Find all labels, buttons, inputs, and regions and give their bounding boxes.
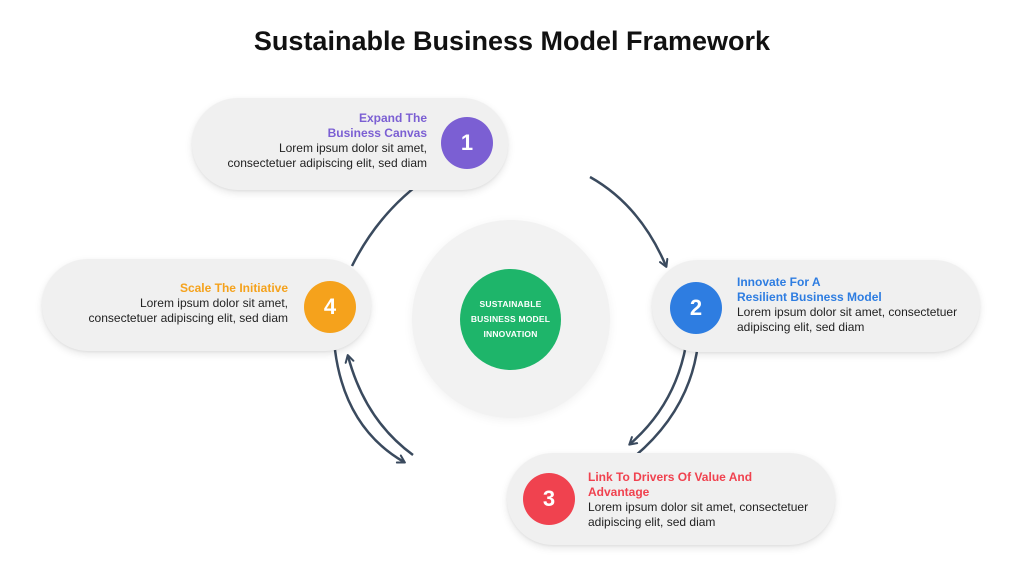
arrow-3-to-4	[344, 354, 414, 457]
step-1-text: Expand The Business Canvas Lorem ipsum d…	[200, 111, 427, 171]
step-2-heading-line1: Innovate For A	[737, 275, 821, 289]
step-2-heading-line2: Resilient Business Model	[737, 290, 882, 304]
step-4-body-line2: consectetuer adipiscing elit, sed diam	[88, 311, 288, 325]
step-3-body-line2: adipiscing elit, sed diam	[588, 515, 716, 529]
arrow-2-to-3	[628, 344, 688, 446]
step-1-heading-line2: Business Canvas	[327, 126, 427, 140]
step-2-badge: 2	[670, 282, 722, 334]
center-label-line3: INNOVATION	[483, 329, 538, 339]
step-1-badge: 1	[441, 117, 493, 169]
arrow-4-to-3	[333, 349, 406, 464]
step-3-text: Link To Drivers Of Value And Advantage L…	[588, 470, 828, 530]
step-1-body-line1: Lorem ipsum dolor sit amet,	[278, 141, 427, 155]
arrow-3-to-2	[633, 342, 703, 458]
step-3-heading-line1: Link To Drivers Of Value And	[588, 470, 753, 484]
center-circle: SUSTAINABLE BUSINESS MODEL INNOVATION	[460, 269, 561, 370]
step-3-heading-line2: Advantage	[588, 485, 650, 499]
step-3-badge: 3	[523, 473, 575, 525]
step-4-heading-line1: Scale The Initiative	[179, 281, 288, 295]
step-2-body-line2: adipiscing elit, sed diam	[737, 320, 865, 334]
step-3-body-line1: Lorem ipsum dolor sit amet, consectetuer	[588, 500, 809, 514]
arrow-1-to-2	[589, 175, 669, 268]
step-1-heading-line1: Expand The	[358, 111, 427, 125]
step-2-text: Innovate For A Resilient Business Model …	[737, 275, 977, 335]
center-label-line2: BUSINESS MODEL	[470, 314, 551, 324]
step-1-body-line2: consectetuer adipiscing elit, sed diam	[227, 156, 427, 170]
step-2-body-line1: Lorem ipsum dolor sit amet, consectetuer	[737, 305, 958, 319]
center-label-line1: SUSTAINABLE	[479, 299, 542, 309]
page-title: Sustainable Business Model Framework	[253, 26, 771, 56]
step-4-body-line1: Lorem ipsum dolor sit amet,	[139, 296, 288, 310]
step-4-badge: 4	[304, 281, 356, 333]
step-4-text: Scale The Initiative Lorem ipsum dolor s…	[50, 281, 288, 326]
